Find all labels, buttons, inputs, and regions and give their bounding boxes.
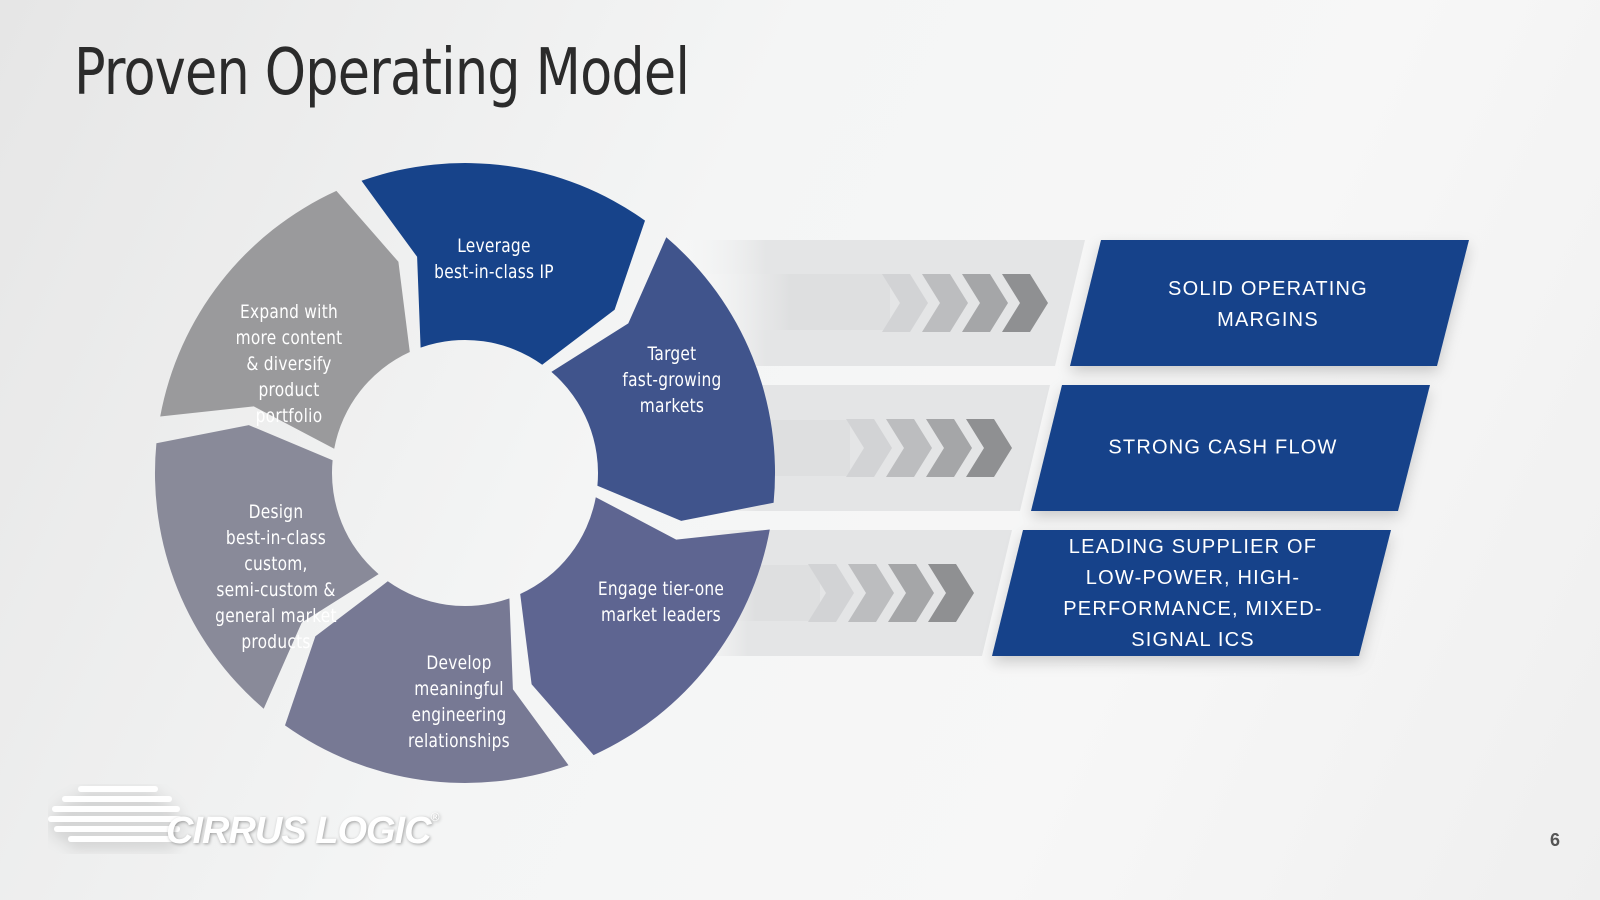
chevron-arrow-row1-2	[922, 274, 968, 332]
slide-title: Proven Operating Model	[74, 36, 690, 110]
page-number: 6	[1549, 830, 1560, 850]
chevron-arrow-row3-2	[848, 564, 894, 622]
cycle-segment-leverage-ip	[361, 163, 645, 365]
chevron-arrow-row3-4	[928, 564, 974, 622]
outcome-label-cash-flow: STRONG CASH FLOW	[1108, 436, 1338, 459]
segment-label-design-products: Design best-in-class custom, semi-custom…	[215, 501, 337, 653]
segment-label-target-markets: Target fast-growing markets	[622, 343, 722, 417]
cycle-segment-expand-portfolio	[160, 190, 410, 449]
chevron-arrows	[808, 274, 1048, 622]
chevron-arrow-row1-4	[1002, 274, 1048, 332]
outcome-box-margins	[1070, 240, 1469, 366]
outcome-box-cash-flow	[1031, 385, 1430, 511]
logo-registered-mark: ®	[430, 810, 440, 824]
logo-text: CIRRUS LOGIC	[166, 810, 432, 852]
cycle-wheel	[154, 163, 776, 783]
outcome-box-leading-supplier	[992, 530, 1391, 656]
chevron-arrow-row2-1	[846, 419, 892, 477]
chevron-arrow-row2-4	[966, 419, 1012, 477]
cycle-segment-design-products	[154, 425, 379, 709]
chevron-arrow-row2-3	[926, 419, 972, 477]
chevron-arrow-row2-2	[886, 419, 932, 477]
chevron-arrow-row3-1	[808, 564, 854, 622]
segment-label-develop-relationships: Develop meaningful engineering relations…	[408, 652, 510, 752]
segment-label-engage-leaders: Engage tier-one market leaders	[597, 578, 725, 626]
cycle-segment-target-markets	[551, 237, 776, 521]
cycle-segment-develop-relationships	[285, 581, 569, 783]
outcome-boxes	[992, 240, 1469, 656]
outcome-label-margins: SOLID OPERATING MARGINS	[1168, 278, 1368, 331]
outcome-label-leading-supplier: LEADING SUPPLIER OF LOW-POWER, HIGH- PER…	[1063, 536, 1323, 651]
chevron-arrow-row1-3	[962, 274, 1008, 332]
segment-label-leverage-ip: Leverage best-in-class IP	[434, 235, 554, 283]
chevron-arrow-row3-3	[888, 564, 934, 622]
segment-label-expand-portfolio: Expand with more content & diversify pro…	[235, 301, 343, 427]
chevron-arrow-row1-1	[882, 274, 928, 332]
logo-wordmark: CIRRUS LOGIC®	[166, 810, 440, 853]
cycle-segment-engage-leaders	[520, 497, 770, 756]
cirrus-logic-logo	[48, 786, 182, 842]
